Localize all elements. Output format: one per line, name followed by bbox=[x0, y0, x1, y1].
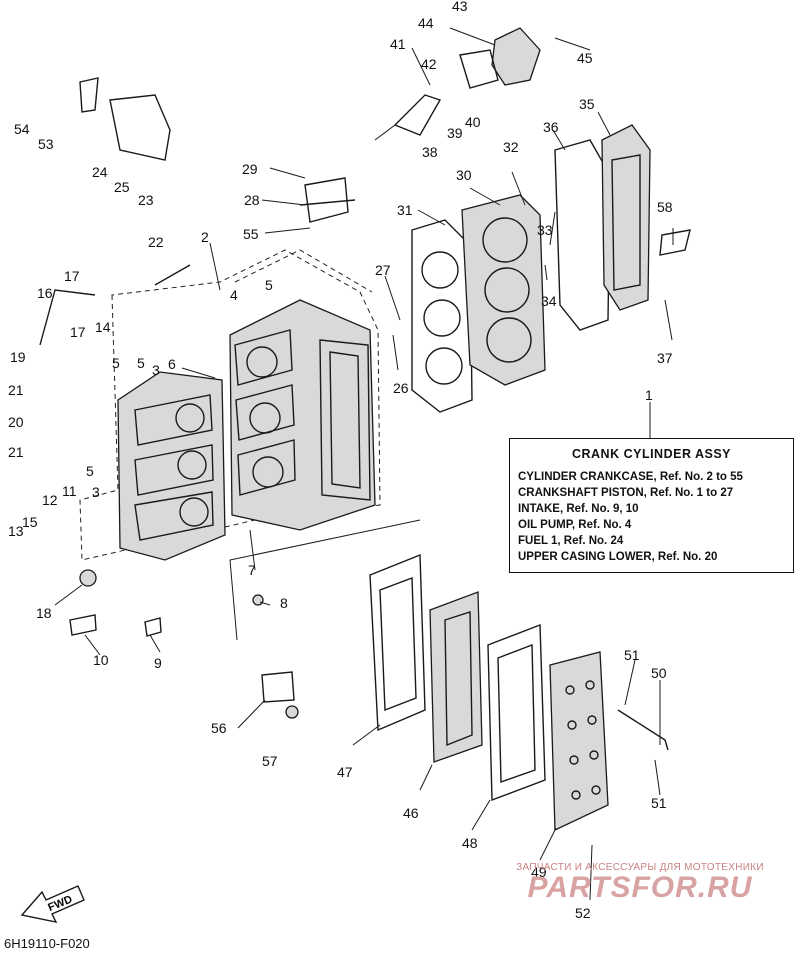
callout-number: 56 bbox=[211, 720, 227, 736]
assembly-line: CRANKSHAFT PISTON, Ref. No. 1 to 27 bbox=[518, 487, 734, 499]
assembly-line: OIL PUMP, Ref. No. 4 bbox=[518, 519, 632, 531]
exhaust-gasket-47 bbox=[369, 553, 426, 732]
head-cover-part bbox=[601, 124, 651, 311]
callout-number: 41 bbox=[390, 36, 406, 52]
callout-number: 25 bbox=[114, 179, 130, 195]
small-parts bbox=[39, 229, 691, 751]
assembly-title: CRANK CYLINDER ASSY bbox=[571, 447, 732, 461]
callout-number: 53 bbox=[38, 136, 54, 152]
callout-number: 26 bbox=[393, 380, 409, 396]
callout-numbers: 1 2 3 3 4 5 5 5 5 6 7 8 9 10 11 12 13 14… bbox=[8, 0, 673, 921]
assembly-line: UPPER CASING LOWER, Ref. No. 20 bbox=[518, 551, 718, 563]
crankcase-part bbox=[117, 371, 226, 561]
callout-number: 14 bbox=[95, 319, 111, 335]
assembly-outline bbox=[79, 249, 381, 561]
callout-number: 34 bbox=[541, 293, 557, 309]
callout-number: 58 bbox=[657, 199, 673, 215]
cylinder-head-gasket-part bbox=[411, 219, 473, 413]
cylinder-head-part bbox=[461, 194, 546, 386]
watermark-logo: PARTSFOR.RU bbox=[527, 871, 753, 904]
callout-number: 11 bbox=[62, 483, 77, 499]
callout-number: 18 bbox=[36, 605, 52, 621]
callout-number: 5 bbox=[86, 463, 94, 479]
callout-number: 21 bbox=[8, 382, 24, 398]
callout-number: 55 bbox=[243, 226, 259, 242]
callout-number: 13 bbox=[8, 523, 24, 539]
callout-number: 47 bbox=[337, 764, 353, 780]
callout-number: 3 bbox=[152, 362, 160, 378]
callout-number: 42 bbox=[421, 56, 437, 72]
callout-number: 17 bbox=[70, 324, 86, 340]
callout-number: 33 bbox=[537, 222, 553, 238]
callout-number: 30 bbox=[456, 167, 472, 183]
callout-number: 27 bbox=[375, 262, 391, 278]
head-cover-gasket-part bbox=[554, 139, 611, 331]
callout-number: 45 bbox=[577, 50, 593, 66]
callout-number: 49 bbox=[531, 864, 547, 880]
callout-number: 40 bbox=[465, 114, 481, 130]
callout-number: 22 bbox=[148, 234, 164, 250]
callout-number: 28 bbox=[244, 192, 260, 208]
callout-number: 5 bbox=[112, 355, 120, 371]
callout-number: 19 bbox=[10, 349, 26, 365]
cylinder-block-part bbox=[229, 299, 376, 531]
callout-number: 20 bbox=[8, 414, 24, 430]
watermark: ЗАПЧАСТИ И АКСЕССУАРЫ ДЛЯ МОТОТЕХНИКИ PA… bbox=[480, 862, 800, 905]
callout-number: 6 bbox=[168, 356, 176, 372]
callout-number: 2 bbox=[201, 229, 209, 245]
assembly-line: INTAKE, Ref. No. 9, 10 bbox=[518, 503, 639, 515]
callout-number: 17 bbox=[64, 268, 80, 284]
callout-number: 9 bbox=[154, 655, 162, 671]
hose-clamp-part bbox=[299, 177, 356, 223]
callout-number: 39 bbox=[447, 125, 463, 141]
callout-number: 43 bbox=[452, 0, 468, 14]
callout-number: 16 bbox=[37, 285, 53, 301]
oil-pump-part bbox=[393, 27, 541, 136]
callout-number: 54 bbox=[14, 121, 30, 137]
callout-number: 50 bbox=[651, 665, 667, 681]
callout-number: 51 bbox=[624, 647, 640, 663]
callout-number: 12 bbox=[42, 492, 58, 508]
callout-number: 23 bbox=[138, 192, 154, 208]
leader-lines bbox=[54, 27, 674, 901]
exhaust-gasket-48 bbox=[487, 623, 546, 802]
callout-number: 37 bbox=[657, 350, 673, 366]
callout-number: 44 bbox=[418, 15, 434, 31]
callout-number: 8 bbox=[280, 595, 288, 611]
callout-number: 35 bbox=[579, 96, 595, 112]
callout-number: 1 bbox=[645, 387, 653, 403]
callout-number: 4 bbox=[230, 287, 238, 303]
exhaust-outer-cover-49 bbox=[549, 651, 609, 832]
callout-number: 38 bbox=[422, 144, 438, 160]
callout-number: 32 bbox=[503, 139, 519, 155]
assembly-reference-box: CRANK CYLINDER ASSY CYLINDER CRANKCASE, … bbox=[509, 438, 794, 573]
callout-number: 57 bbox=[262, 753, 278, 769]
callout-number: 51 bbox=[651, 795, 667, 811]
bracket-part bbox=[79, 77, 171, 161]
callout-number: 15 bbox=[22, 514, 38, 530]
callout-number: 48 bbox=[462, 835, 478, 851]
callout-number: 31 bbox=[397, 202, 413, 218]
callout-number: 5 bbox=[265, 277, 273, 293]
callout-number: 52 bbox=[575, 905, 591, 921]
drawing-code: 6H19110-F020 bbox=[4, 936, 90, 951]
assembly-line: FUEL 1, Ref. No. 24 bbox=[518, 535, 624, 547]
callout-number: 21 bbox=[8, 444, 24, 460]
callout-number: 24 bbox=[92, 164, 108, 180]
callout-number: 29 bbox=[242, 161, 258, 177]
callout-number: 10 bbox=[93, 652, 109, 668]
watermark-tagline: ЗАПЧАСТИ И АКСЕССУАРЫ ДЛЯ МОТОТЕХНИКИ bbox=[516, 862, 764, 873]
callout-number: 3 bbox=[92, 484, 100, 500]
forward-arrow-icon: FWD bbox=[20, 885, 85, 923]
assembly-line: CYLINDER CRANKCASE, Ref. No. 2 to 55 bbox=[518, 471, 743, 483]
callout-number: 46 bbox=[403, 805, 419, 821]
exhaust-inner-cover-46 bbox=[429, 591, 483, 763]
callout-number: 5 bbox=[137, 355, 145, 371]
callout-number: 36 bbox=[543, 119, 559, 135]
callout-number: 7 bbox=[248, 562, 256, 578]
